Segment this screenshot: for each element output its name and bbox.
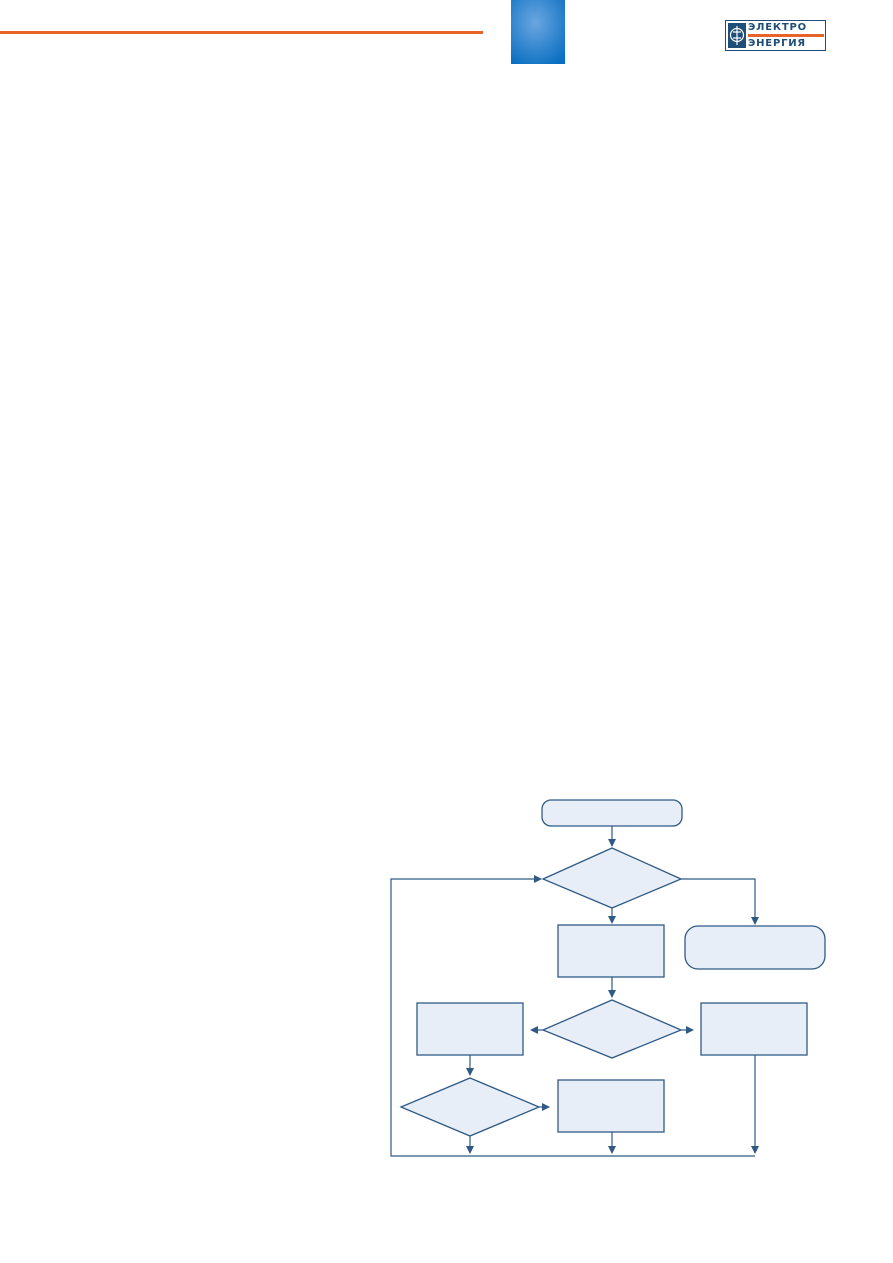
flowchart-process-center [557, 924, 665, 978]
flowchart-end-terminator [684, 925, 826, 970]
logo-wordmark-top: ЭЛЕКТРО [748, 22, 807, 33]
flowchart-decision-3 [399, 1077, 541, 1137]
flowchart-decision-1 [541, 847, 683, 909]
flowchart-process-right [700, 1002, 808, 1056]
header-rule [0, 31, 483, 34]
flowchart-connectors [390, 826, 759, 1157]
flowchart-process-bottom [557, 1079, 665, 1133]
flowchart [390, 799, 826, 1157]
header-color-tab [511, 0, 565, 64]
logo-orange-strip [748, 34, 824, 37]
logo-emblem-icon [728, 23, 746, 48]
logo-wordmark-bottom: ЭНЕРГИЯ [748, 38, 806, 49]
connector-decision-1-to-terminator [681, 878, 759, 925]
flowchart-decision-2 [541, 999, 683, 1059]
connector-loop-back [390, 875, 755, 1157]
flowchart-start-terminator [541, 799, 683, 827]
company-logo: ЭЛЕКТРО ЭНЕРГИЯ [725, 20, 826, 51]
flowchart-process-left [416, 1002, 524, 1056]
